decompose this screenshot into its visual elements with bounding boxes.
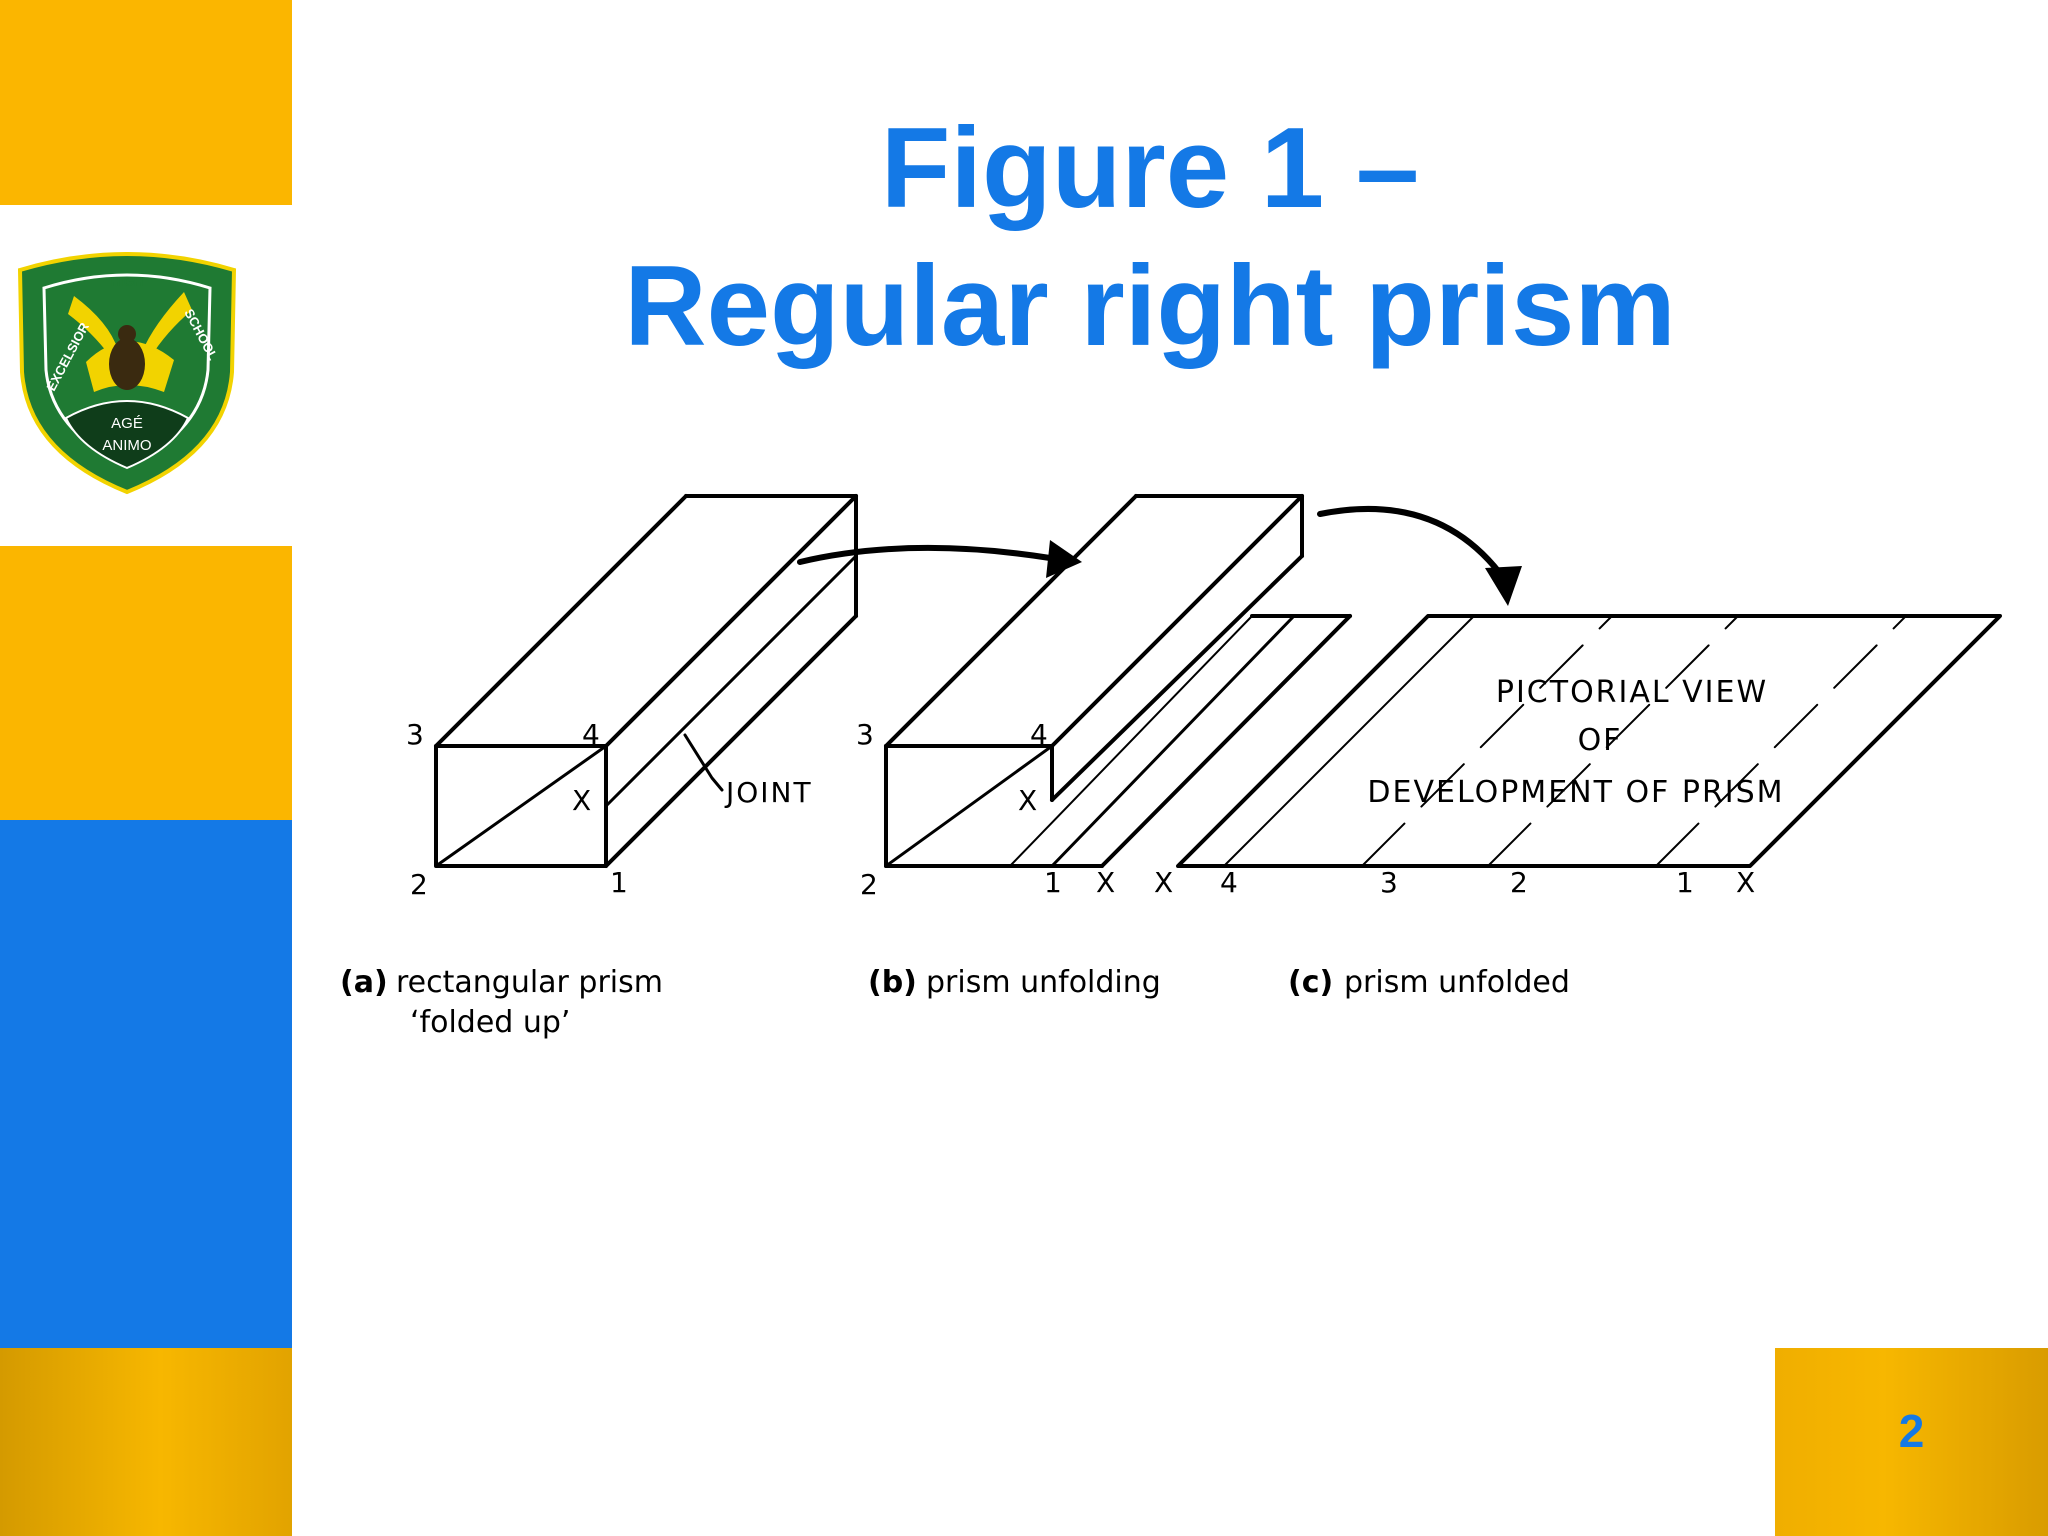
caption-c-letter: (c) [1288,965,1333,1000]
sidebar-gold-block-middle [0,546,292,820]
panel-b-labels: 3 4 2 1 X X [856,718,1115,901]
caption-b-letter: (b) [868,965,917,1000]
panel-b-prism-drawing [884,494,1352,868]
slide-title-line2: Regular right prism [624,243,1676,370]
caption-b-text: prism unfolding [926,965,1161,1000]
school-logo: HIGH EXCELSIOR SCHOOL AGÉ ANIMO [17,252,237,495]
sidebar-decoration [0,0,292,1536]
prism-development-diagram: 3 4 2 1 X JOINT 3 4 2 1 X X X 4 3 2 1 X … [340,494,2002,1040]
slide-title: Figure 1 – Regular right prism [420,100,1880,376]
caption-a-line1: rectangular prism [396,965,663,1000]
panel-c-labels: X 4 3 2 1 X [1154,866,1755,899]
panel-c-label-2: 2 [1510,866,1528,899]
logo-motto-line2: ANIMO [102,437,151,454]
caption-a-letter: (a) [340,965,388,1000]
joint-label: JOINT [724,776,813,809]
slide-title-line1: Figure 1 – [880,105,1420,232]
panel-b-label-x: X [1096,866,1115,899]
arrow-a-to-b [797,544,1053,565]
pictorial-view-line2: OF [1578,723,1623,758]
logo-motto-line1: AGÉ [111,415,143,432]
panel-a-label-x: X [572,784,591,817]
panel-c-label-4: 4 [1220,866,1238,899]
panel-a-label-2: 2 [410,868,428,901]
panel-c-label-x-left: X [1154,866,1173,899]
arrow-head-b-to-c [1485,566,1522,606]
pictorial-view-line1: PICTORIAL VIEW [1496,675,1768,710]
sidebar-gold-block-bottom [0,1348,292,1536]
caption-c-text: prism unfolded [1344,965,1570,1000]
page-number: 2 [1898,1405,1925,1457]
panel-c-label-x-right: X [1736,866,1755,899]
arrow-heads [1046,540,1522,606]
panel-b-label-1: 1 [1044,866,1062,899]
panel-a-prism-drawing [434,494,858,868]
panel-c-label-3: 3 [1380,866,1398,899]
panel-a-label-3: 3 [406,718,424,751]
pictorial-view-line3: DEVELOPMENT OF PRISM [1367,775,1784,810]
panel-c-development-drawing [1176,614,2002,868]
arrow-b-to-c [1317,505,1508,583]
sidebar-blue-block [0,820,292,1348]
panel-a-labels: 3 4 2 1 X JOINT [406,718,813,901]
caption-a-line2: ‘folded up’ [410,1005,570,1040]
arrow-head-a-to-b [1046,540,1082,578]
panel-b-label-3: 3 [856,718,874,751]
panel-a-label-4: 4 [582,718,600,751]
panel-b-label-2: 2 [860,868,878,901]
panel-b-label-4: 4 [1030,718,1048,751]
diagram-captions: (a) rectangular prism ‘folded up’ (b) pr… [340,965,1570,1040]
logo-text-top: HIGH [111,274,144,289]
pictorial-view-text: PICTORIAL VIEW OF DEVELOPMENT OF PRISM [1367,675,1784,810]
page-number-box: 2 [1775,1348,2048,1536]
sidebar-gold-block-top [0,0,292,205]
panel-b-label-x-fold: X [1018,784,1037,817]
panel-c-label-1: 1 [1676,866,1694,899]
panel-a-label-1: 1 [610,866,628,899]
